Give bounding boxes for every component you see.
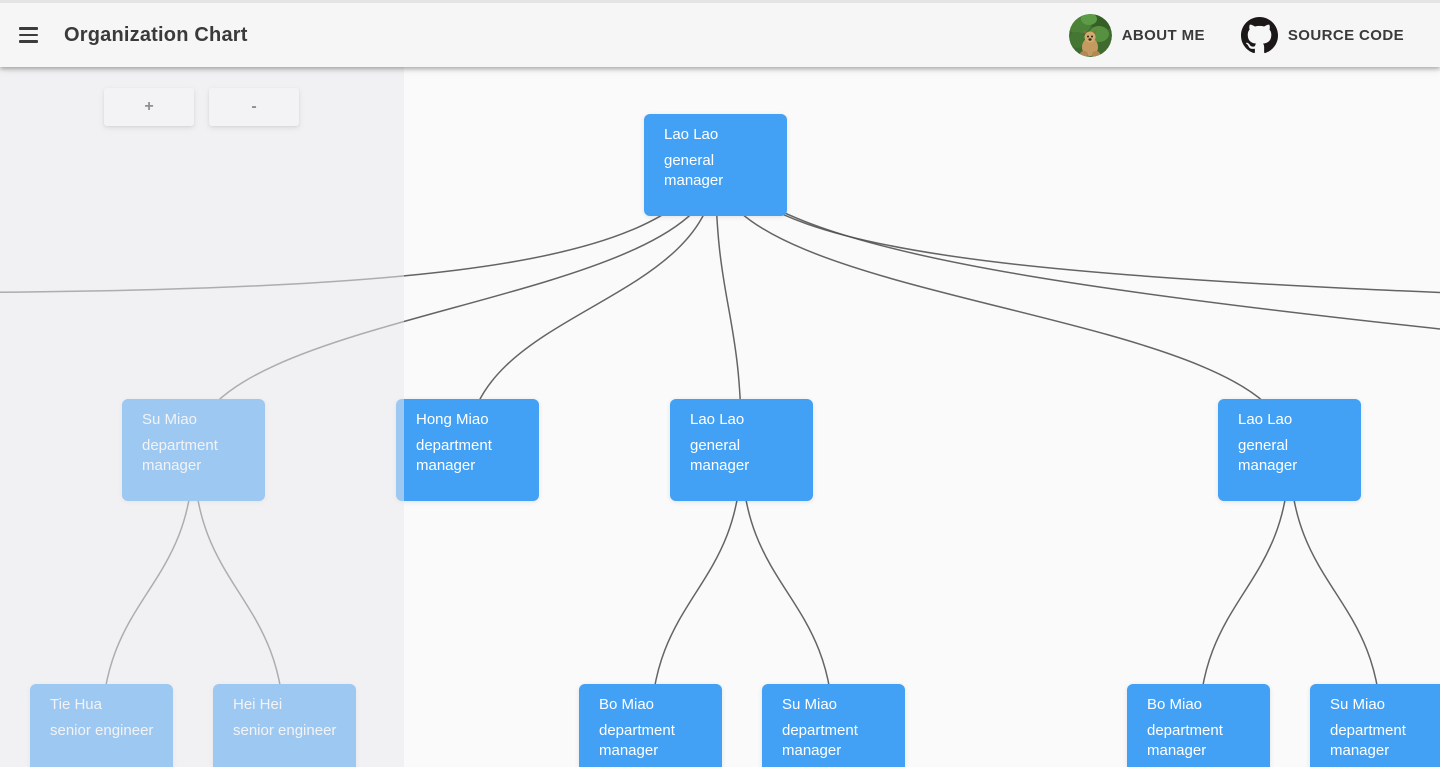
org-node-title: department manager [782, 722, 858, 759]
source-code-link[interactable]: SOURCE CODE [1240, 16, 1404, 54]
org-node-n4[interactable]: Lao Lao general manager [670, 399, 813, 501]
app-bar: Organization Chart [0, 0, 1440, 67]
org-node-t5[interactable]: Bo Miao department manager [1127, 684, 1270, 767]
org-node-t1[interactable]: Tie Hua senior engineer [30, 684, 173, 767]
github-icon [1240, 16, 1278, 54]
about-me-link[interactable]: ABOUT ME [1068, 13, 1205, 57]
org-node-name: Su Miao [142, 411, 198, 428]
about-me-label: ABOUT ME [1121, 26, 1205, 44]
org-node-name: Hei Hei [233, 696, 283, 713]
org-node-n3[interactable]: Hong Miao department manager [396, 399, 539, 501]
org-node-title: department manager [1147, 722, 1223, 759]
org-node-title: senior engineer [233, 722, 337, 739]
org-node-title: general manager [1238, 437, 1298, 474]
org-node-name: Bo Miao [1147, 696, 1203, 713]
menu-button[interactable] [8, 15, 48, 55]
org-node-name: Hong Miao [416, 411, 489, 428]
page-title: Organization Chart [64, 23, 248, 46]
connector-line [466, 164, 717, 451]
connector-line [714, 164, 1440, 294]
org-node-title: general manager [690, 437, 750, 474]
connector-line [0, 164, 717, 293]
org-node-title: department manager [1330, 722, 1406, 759]
org-node-t4[interactable]: Su Miao department manager [762, 684, 905, 767]
org-node-name: Su Miao [782, 696, 838, 713]
org-node-title: department manager [416, 437, 492, 474]
org-node-name: Su Miao [1330, 696, 1386, 713]
org-node-n2[interactable]: Su Miao department manager [122, 399, 265, 501]
org-node-name: Lao Lao [664, 126, 719, 143]
org-node-title: department manager [142, 437, 218, 474]
connector-line [714, 164, 1291, 451]
org-node-root[interactable]: Lao Lao general manager [644, 114, 787, 216]
source-code-label: SOURCE CODE [1287, 26, 1404, 44]
org-node-name: Lao Lao [1238, 411, 1293, 428]
org-node-title: department manager [599, 722, 675, 759]
connector-line [714, 164, 1440, 330]
org-node-t3[interactable]: Bo Miao department manager [579, 684, 722, 767]
zoom-in-button[interactable]: + [104, 88, 194, 126]
org-node-title: general manager [664, 152, 724, 189]
zoom-out-button[interactable]: - [209, 88, 299, 126]
org-node-n5[interactable]: Lao Lao general manager [1218, 399, 1361, 501]
avatar [1068, 13, 1112, 57]
org-node-title: senior engineer [50, 722, 154, 739]
avatar-image [1068, 13, 1112, 57]
org-node-name: Lao Lao [690, 411, 745, 428]
org-node-t6[interactable]: Su Miao department manager [1310, 684, 1440, 767]
org-node-name: Tie Hua [50, 696, 102, 713]
org-node-name: Bo Miao [599, 696, 655, 713]
hamburger-icon [18, 27, 38, 30]
org-node-t2[interactable]: Hei Hei senior engineer [213, 684, 356, 767]
